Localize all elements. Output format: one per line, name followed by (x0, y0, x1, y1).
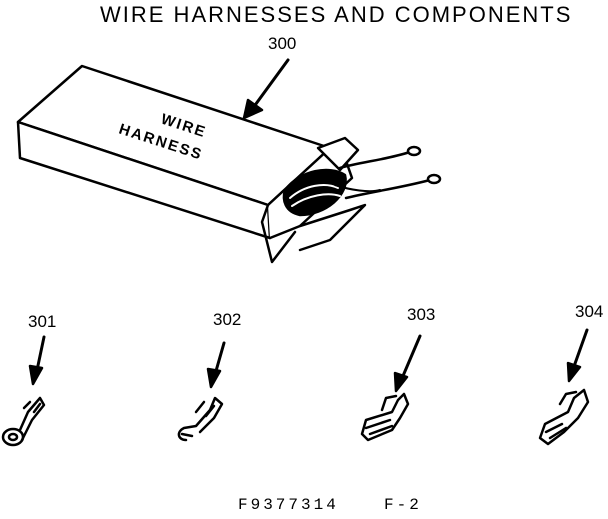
callout-301: 301 (28, 312, 57, 331)
diagram-title: WIRE HARNESSES AND COMPONENTS (100, 2, 573, 27)
callout-302: 302 (213, 310, 242, 329)
ring-terminal-icon (1, 335, 46, 447)
drawing-number: F9377314 F-2 (238, 496, 422, 514)
sheet-number: F-2 (384, 496, 422, 514)
female-spade-terminal-icon (360, 334, 422, 442)
callout-304: 304 (575, 302, 604, 321)
callout-303: 303 (407, 305, 436, 324)
flag-terminal-icon (538, 328, 590, 446)
callout-300: 300 (268, 34, 297, 53)
wire-harness-box-icon (16, 58, 442, 264)
hook-terminal-icon (177, 341, 226, 442)
figure-code: F9377314 (238, 496, 339, 514)
